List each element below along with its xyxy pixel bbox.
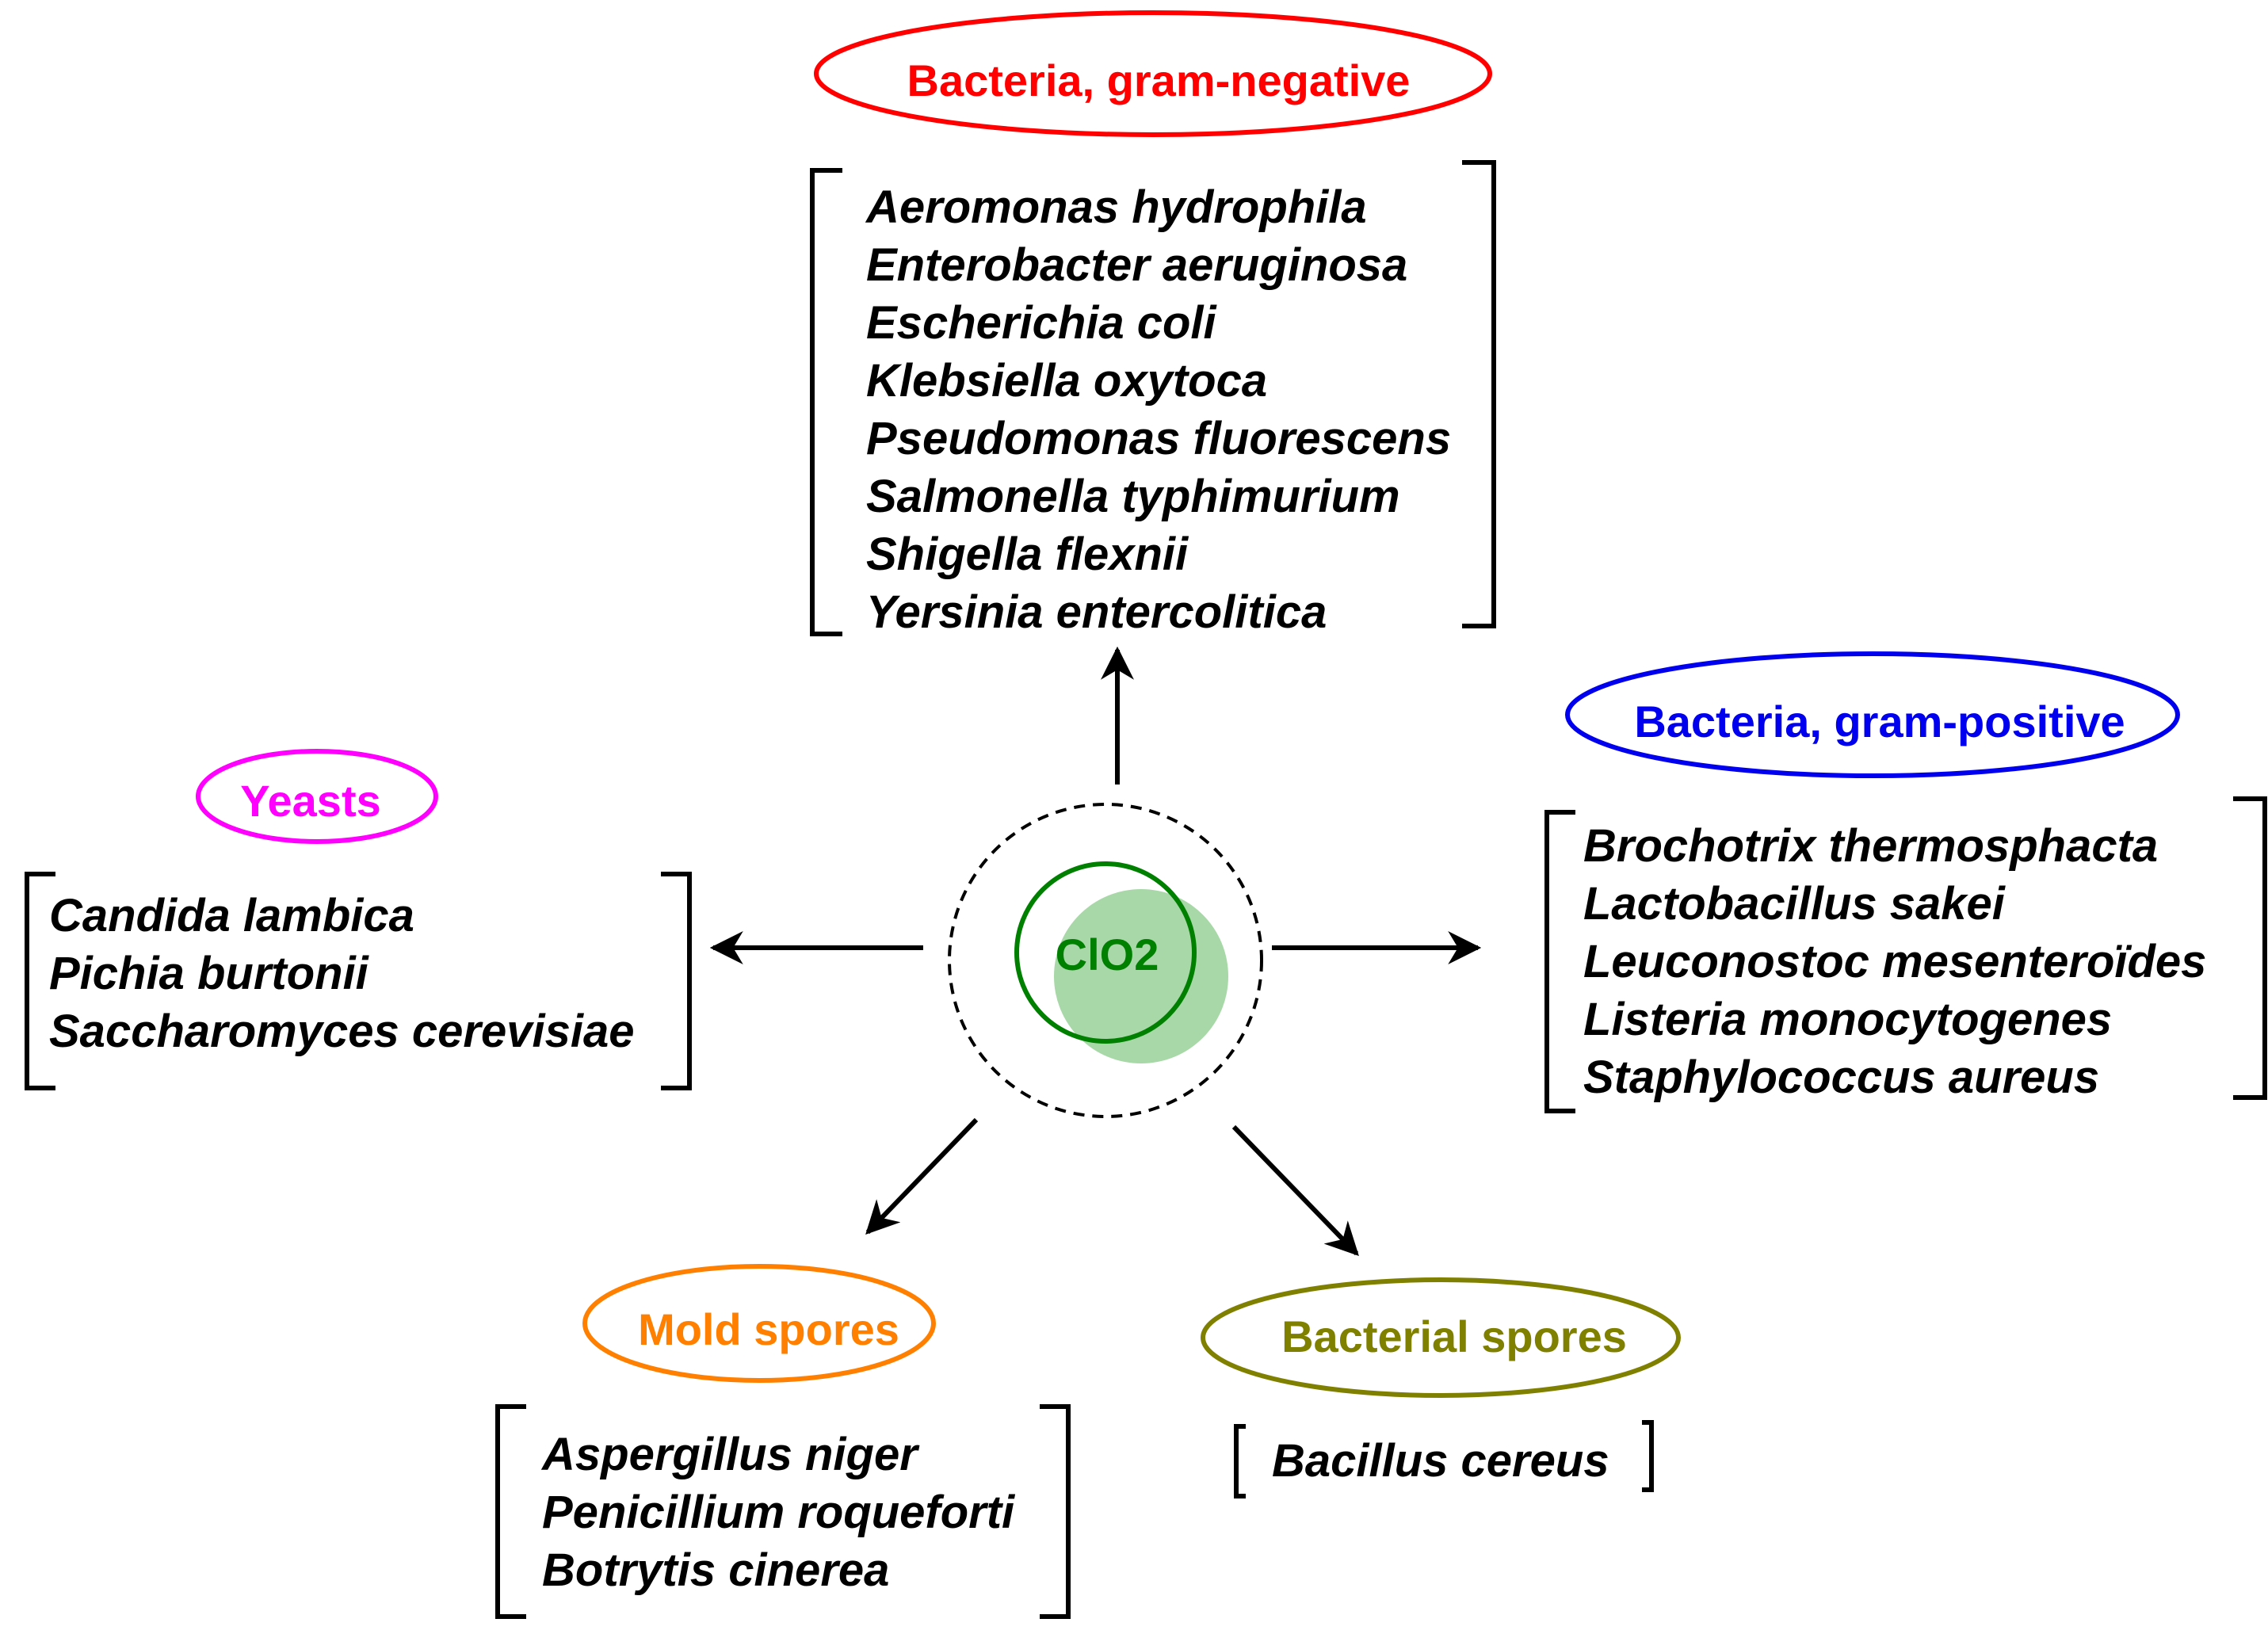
center-label: ClO2: [1056, 930, 1159, 979]
bracket-right: [1642, 1420, 1654, 1492]
group-label: Mold spores: [638, 1304, 899, 1354]
species-item: Botrytis cinerea: [542, 1544, 889, 1596]
bracket-left: [495, 1404, 526, 1619]
species-item: Bacillus cereus: [1272, 1435, 1609, 1487]
species-item: Escherichia coli: [866, 297, 1218, 349]
species-item: Pichia burtonii: [49, 948, 370, 999]
species-item: Lactobacillus sakei: [1583, 878, 2006, 930]
group-label: Bacterial spores: [1281, 1311, 1627, 1361]
center-circle: [1014, 861, 1197, 1044]
group-label: Bacteria, gram-positive: [1634, 697, 2125, 746]
species-item: Yersinia entercolitica: [866, 586, 1327, 638]
bracket-left: [810, 168, 842, 636]
species-item: Klebsiella oxytoca: [866, 355, 1267, 407]
species-item: Saccharomyces cerevisiae: [49, 1006, 634, 1057]
bracket-right: [1040, 1404, 1071, 1619]
center-node: ClO2: [948, 803, 1263, 1118]
bracket-left: [1234, 1424, 1246, 1498]
arrows: [709, 646, 1482, 1257]
group-mold-spores: Mold spores Aspergillus niger Penicilliu…: [495, 1264, 1071, 1619]
species-item: Staphylococcus aureus: [1583, 1052, 2099, 1103]
species-item: Pseudomonas fluorescens: [866, 413, 1451, 464]
bracket-right: [661, 872, 692, 1090]
group-bacterial-spores: Bacterial spores Bacillus cereus: [1201, 1277, 1681, 1498]
group-label-ellipse: [196, 749, 438, 844]
group-gram-negative: Bacteria, gram-negative Aeromonas hydrop…: [810, 10, 1496, 638]
species-item: Leuconostoc mesenteroïdes: [1583, 936, 2206, 987]
species-item: Penicillium roqueforti: [542, 1487, 1016, 1538]
species-item: Brochotrix thermosphacta: [1583, 820, 2158, 872]
group-label-ellipse: [1201, 1277, 1681, 1398]
arrow-to-mold-spores: [865, 1117, 979, 1235]
outer-dashed-circle: [948, 803, 1263, 1118]
center-shadow: [1054, 889, 1228, 1063]
group-label: Yeasts: [240, 776, 381, 826]
group-label-ellipse: [1565, 651, 2180, 778]
species-item: Candida lambica: [49, 890, 414, 941]
species-item: Aspergillus niger: [540, 1429, 920, 1480]
group-gram-positive: Bacteria, gram-positive Brochotrix therm…: [1544, 651, 2267, 1113]
arrow-to-bacterial-spores: [1231, 1124, 1359, 1257]
bracket-right: [2233, 796, 2267, 1100]
species-item: Shigella flexnii: [866, 529, 1189, 580]
group-label-ellipse: [814, 10, 1492, 137]
bracket-right: [1462, 160, 1496, 628]
bracket-left: [1544, 810, 1575, 1113]
species-item: Salmonella typhimurium: [866, 471, 1400, 522]
bracket-left: [25, 872, 55, 1090]
group-label-ellipse: [582, 1264, 936, 1383]
group-yeasts: Yeasts Candida lambica Pichia burtonii S…: [25, 749, 692, 1090]
species-item: Enterobacter aeruginosa: [866, 239, 1407, 291]
group-label: Bacteria, gram-negative: [907, 55, 1411, 105]
species-item: Aeromonas hydrophila: [865, 181, 1367, 233]
species-item: Listeria monocytogenes: [1583, 994, 2112, 1045]
